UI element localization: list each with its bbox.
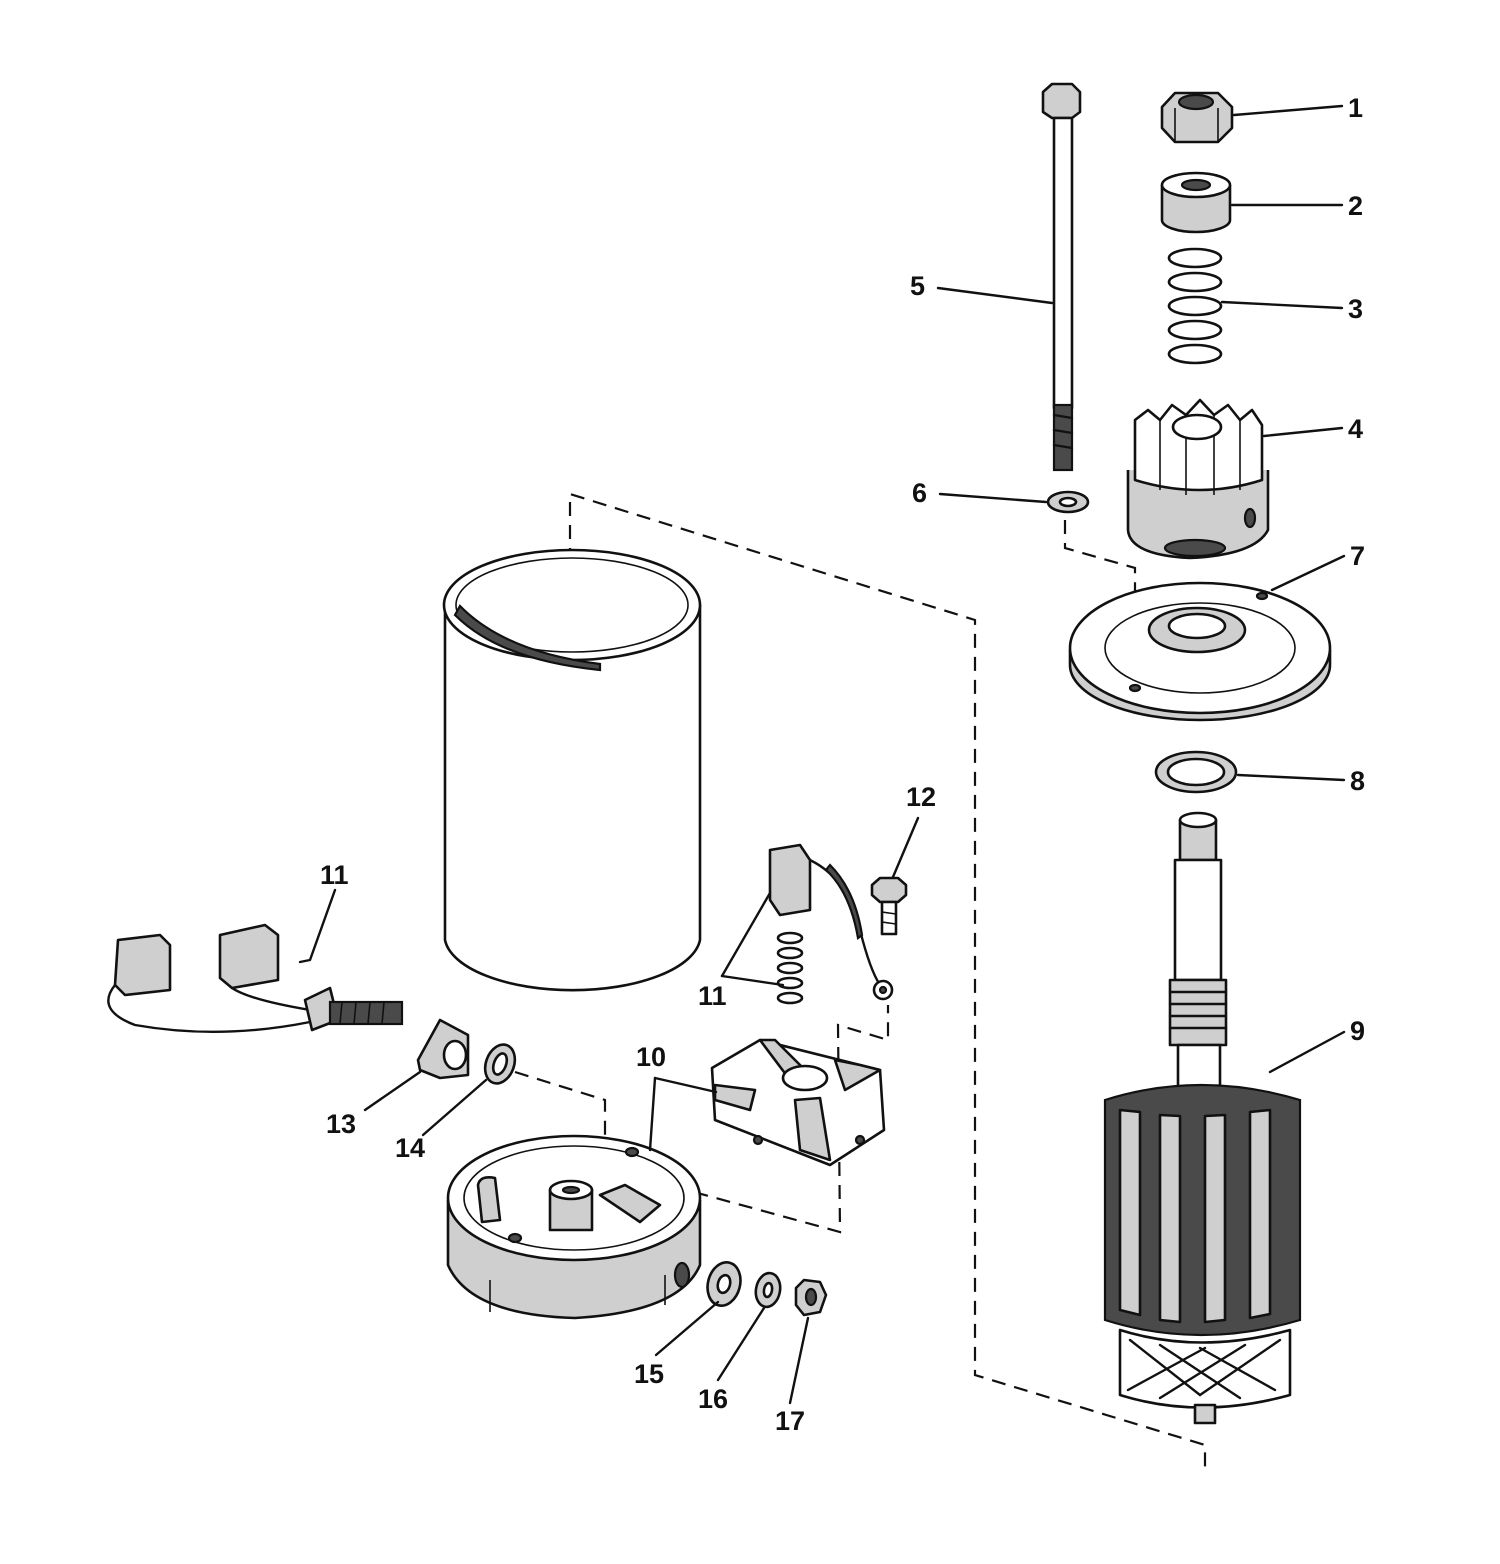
commutator-end-head (446, 1134, 702, 1320)
label-7: 7 (1350, 541, 1365, 571)
part-10-brush-plate (710, 1038, 886, 1167)
label-8: 8 (1350, 766, 1365, 796)
label-17: 17 (775, 1406, 805, 1436)
label-12: 12 (906, 782, 936, 812)
part-6-lock-washer (1046, 490, 1090, 514)
part-14-insulating-washer (483, 1043, 517, 1085)
field-frame-cylinder (442, 548, 702, 992)
label-15: 15 (634, 1359, 664, 1389)
label-11-right: 11 (698, 981, 727, 1011)
part-1-hex-nut (1160, 91, 1234, 144)
part-17-nut (794, 1278, 828, 1317)
label-6: 6 (912, 478, 927, 508)
label-14: 14 (395, 1133, 425, 1163)
assembly-dashed-lines (514, 492, 1207, 1470)
part-4-pinion-gear (1126, 398, 1270, 560)
leader-lines (298, 104, 1346, 1405)
label-4: 4 (1348, 414, 1363, 444)
part-7-end-cap (1068, 581, 1332, 722)
label-11-left: 11 (320, 860, 349, 890)
part-11-brush-set-left (107, 923, 404, 1033)
label-5: 5 (910, 271, 925, 301)
label-13: 13 (326, 1109, 356, 1139)
part-11-brush-and-spring-right (768, 843, 894, 1005)
part-12-screw (870, 876, 908, 936)
part-16-lock-washer (754, 1271, 782, 1309)
part-8-washer (1154, 750, 1238, 794)
label-10: 10 (636, 1042, 666, 1072)
label-9: 9 (1350, 1016, 1365, 1046)
label-16: 16 (698, 1384, 728, 1414)
part-15-washer (706, 1261, 742, 1307)
part-9-armature (1103, 811, 1302, 1425)
label-1: 1 (1348, 93, 1363, 123)
part-13-terminal-insulator (416, 1018, 470, 1080)
label-3: 3 (1348, 294, 1363, 324)
part-5-through-bolt (1041, 82, 1082, 472)
label-2: 2 (1348, 191, 1363, 221)
part-number-labels: 1 2 3 4 5 6 7 8 9 10 11 11 12 13 14 15 1… (320, 93, 1365, 1436)
part-2-spacer (1160, 171, 1232, 234)
part-3-spring (1167, 247, 1223, 365)
